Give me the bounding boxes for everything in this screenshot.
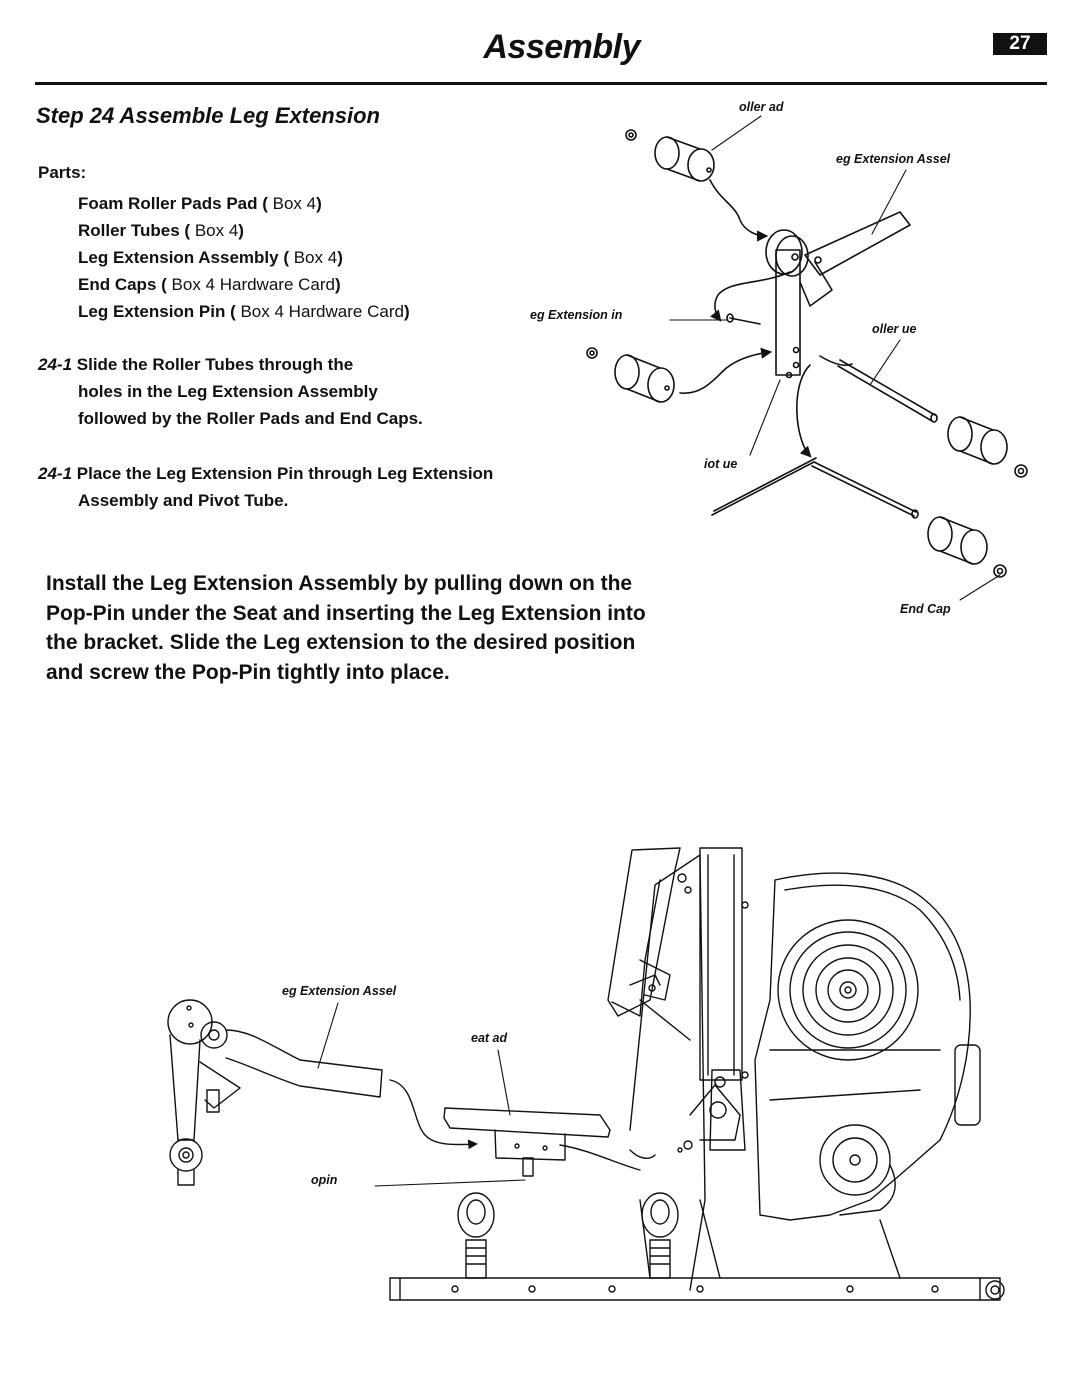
parts-list: Foam Roller Pads Pad ( Box 4) Roller Tub… — [78, 190, 410, 325]
callout-leg-extension-pin: eg Extension in — [530, 308, 623, 322]
callout-popin: opin — [311, 1173, 338, 1187]
parts-title: Parts: — [38, 163, 87, 182]
roller-pad-icon — [654, 136, 715, 182]
roller-tube-icon — [837, 359, 938, 423]
roller-tube-icon — [711, 457, 919, 519]
callout-leg-extension-assembly-lower: eg Extension Assel — [282, 984, 397, 998]
instruction-2: 24-1 Place the Leg Extension Pin through… — [38, 464, 494, 510]
end-cap-icon — [625, 129, 637, 141]
roller-pad-icon — [947, 416, 1008, 465]
callout-leg-extension-assembly: eg Extension Assel — [836, 152, 951, 166]
install-instructions: Install the Leg Extension Assembly by pu… — [46, 572, 646, 684]
leg-extension-assembly-icon — [167, 999, 383, 1186]
part-item: Roller Tubes ( Box 4) — [78, 221, 244, 240]
instruction-1: 24-1 Slide the Roller Tubes through the … — [38, 355, 423, 428]
end-cap-icon — [586, 347, 598, 359]
seat-pad-icon — [443, 1107, 656, 1177]
step-heading: Step 24 Assemble Leg Extension — [36, 103, 380, 128]
header-divider — [35, 82, 1047, 85]
callout-roller-tube: oller ue — [872, 322, 917, 336]
assembly-arrows — [679, 179, 853, 458]
roller-pad-icon — [927, 516, 988, 565]
part-item: Foam Roller Pads Pad ( Box 4) — [78, 194, 322, 213]
part-item: Leg Extension Assembly ( Box 4) — [78, 248, 343, 267]
part-item: Leg Extension Pin ( Box 4 Hardware Card) — [78, 302, 410, 321]
page-number: 27 — [993, 33, 1047, 55]
machine-diagram — [167, 847, 1005, 1301]
part-item: End Caps ( Box 4 Hardware Card) — [78, 275, 341, 294]
end-cap-icon — [993, 564, 1007, 578]
callout-end-cap: End Cap — [900, 602, 951, 616]
end-cap-icon — [1014, 464, 1028, 478]
machine-frame-icon — [389, 847, 1005, 1301]
callout-seat-pad: eat ad — [471, 1031, 508, 1045]
leg-extension-pin-icon — [726, 313, 761, 325]
leader-lines — [669, 115, 1001, 601]
roller-pad-icon — [614, 354, 675, 403]
page-title: Assembly — [483, 28, 640, 66]
leg-extension-assembly-icon — [765, 211, 911, 379]
callout-roller-pad: oller ad — [739, 100, 784, 114]
callout-pivot-tube: iot ue — [704, 457, 738, 471]
